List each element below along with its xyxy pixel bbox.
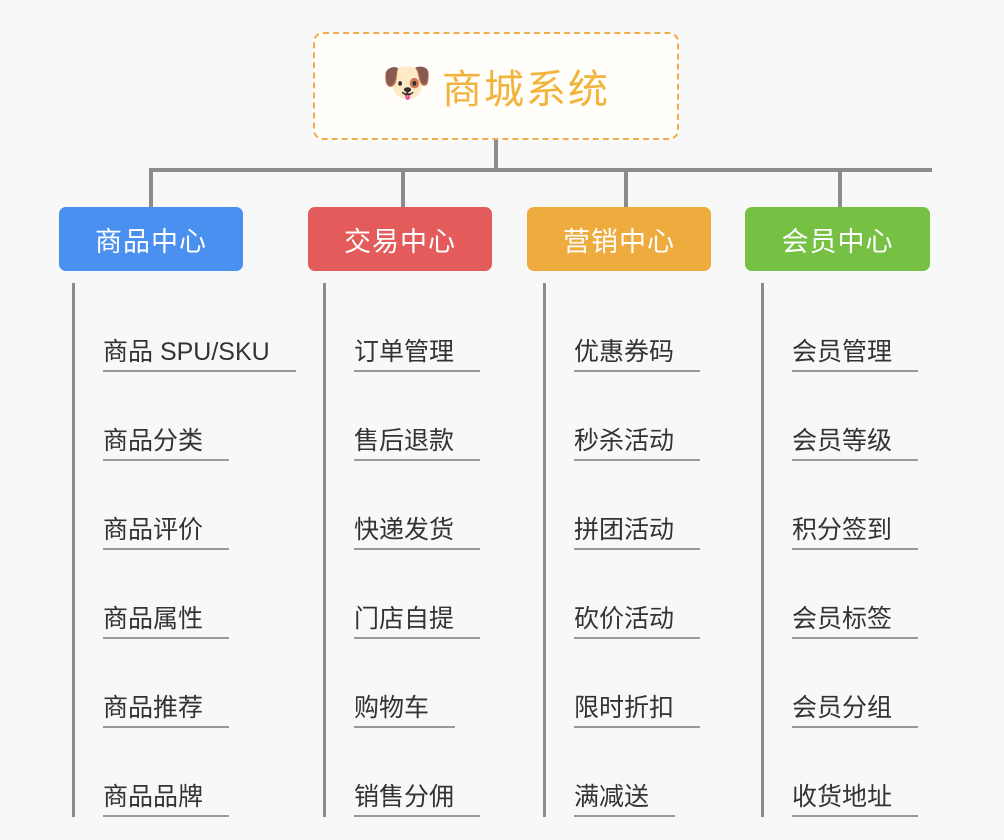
leaf-item[interactable]: 商品 SPU/SKU [75,283,296,372]
leaf-item[interactable]: 砍价活动 [546,550,701,639]
leaf-item[interactable]: 订单管理 [326,283,481,372]
leaf-item-label: 销售分佣 [354,784,481,817]
leaf-item-label: 商品推荐 [103,695,230,728]
leaf-item-label: 砍价活动 [574,606,701,639]
root-title: 商城系统 [442,68,610,112]
leaf-item-label: 会员等级 [792,428,919,461]
branch-header-3[interactable]: 会员中心 [745,207,930,271]
leaf-item[interactable]: 秒杀活动 [546,372,701,461]
leaf-item-label: 满减送 [574,784,676,817]
leaf-item[interactable]: 商品属性 [75,550,296,639]
leaf-item[interactable]: 商品品牌 [75,728,296,817]
leaf-item-label: 商品分类 [103,428,230,461]
branch-header-label: 商品中心 [95,226,207,257]
leaf-item-label: 商品属性 [103,606,230,639]
leaf-column-1: 订单管理售后退款快递发货门店自提购物车销售分佣 [323,283,481,817]
leaf-item[interactable]: 会员等级 [764,372,919,461]
leaf-item-label: 商品 SPU/SKU [103,339,296,372]
leaf-column-2: 优惠券码秒杀活动拼团活动砍价活动限时折扣满减送 [543,283,701,817]
branch-header-label: 会员中心 [781,226,894,257]
leaf-item-label: 订单管理 [354,339,481,372]
leaf-item[interactable]: 会员管理 [764,283,919,372]
leaf-item-label: 积分签到 [792,517,919,550]
connector-branch-0 [149,170,153,207]
connector-branch-2 [624,170,628,207]
branch-header-label: 交易中心 [344,226,456,257]
leaf-item-label: 优惠券码 [574,339,701,372]
leaf-item-label: 会员分组 [792,695,919,728]
leaf-item[interactable]: 会员分组 [764,639,919,728]
leaf-item[interactable]: 售后退款 [326,372,481,461]
leaf-item-label: 商品品牌 [103,784,230,817]
leaf-item-label: 快递发货 [354,517,481,550]
leaf-item[interactable]: 商品分类 [75,372,296,461]
leaf-item[interactable]: 门店自提 [326,550,481,639]
leaf-item-label: 限时折扣 [574,695,701,728]
leaf-item-label: 售后退款 [354,428,481,461]
leaf-column-0: 商品 SPU/SKU 商品分类商品评价商品属性商品推荐商品品牌 [72,283,296,817]
leaf-item[interactable]: 销售分佣 [326,728,481,817]
root-node-card[interactable]: 🐶 商城系统 [313,32,679,140]
leaf-item-label: 拼团活动 [574,517,701,550]
leaf-item-label: 门店自提 [354,606,481,639]
connector-root-vertical [494,140,498,170]
leaf-item-label: 收货地址 [792,784,919,817]
branch-header-1[interactable]: 交易中心 [308,207,492,271]
leaf-item[interactable]: 满减送 [546,728,700,817]
connector-horizontal-bus [149,168,932,172]
leaf-item[interactable]: 限时折扣 [546,639,701,728]
leaf-item[interactable]: 会员标签 [764,550,919,639]
leaf-item[interactable]: 优惠券码 [546,283,701,372]
dog-face-icon: 🐶 [382,61,432,105]
leaf-column-3: 会员管理会员等级积分签到会员标签会员分组收货地址 [761,283,919,817]
leaf-item-label: 会员标签 [792,606,919,639]
leaf-item[interactable]: 商品评价 [75,461,296,550]
leaf-item-label: 秒杀活动 [574,428,701,461]
leaf-item[interactable]: 积分签到 [764,461,919,550]
connector-branch-3 [838,170,842,207]
leaf-item-label: 购物车 [354,695,456,728]
leaf-item[interactable]: 收货地址 [764,728,919,817]
leaf-item[interactable]: 快递发货 [326,461,481,550]
leaf-item[interactable]: 拼团活动 [546,461,701,550]
leaf-item-label: 商品评价 [103,517,230,550]
leaf-item[interactable]: 购物车 [326,639,480,728]
connector-branch-1 [401,170,405,207]
branch-header-label: 营销中心 [563,226,675,257]
branch-header-0[interactable]: 商品中心 [59,207,243,271]
leaf-item[interactable]: 商品推荐 [75,639,296,728]
branch-header-2[interactable]: 营销中心 [527,207,711,271]
leaf-item-label: 会员管理 [792,339,919,372]
